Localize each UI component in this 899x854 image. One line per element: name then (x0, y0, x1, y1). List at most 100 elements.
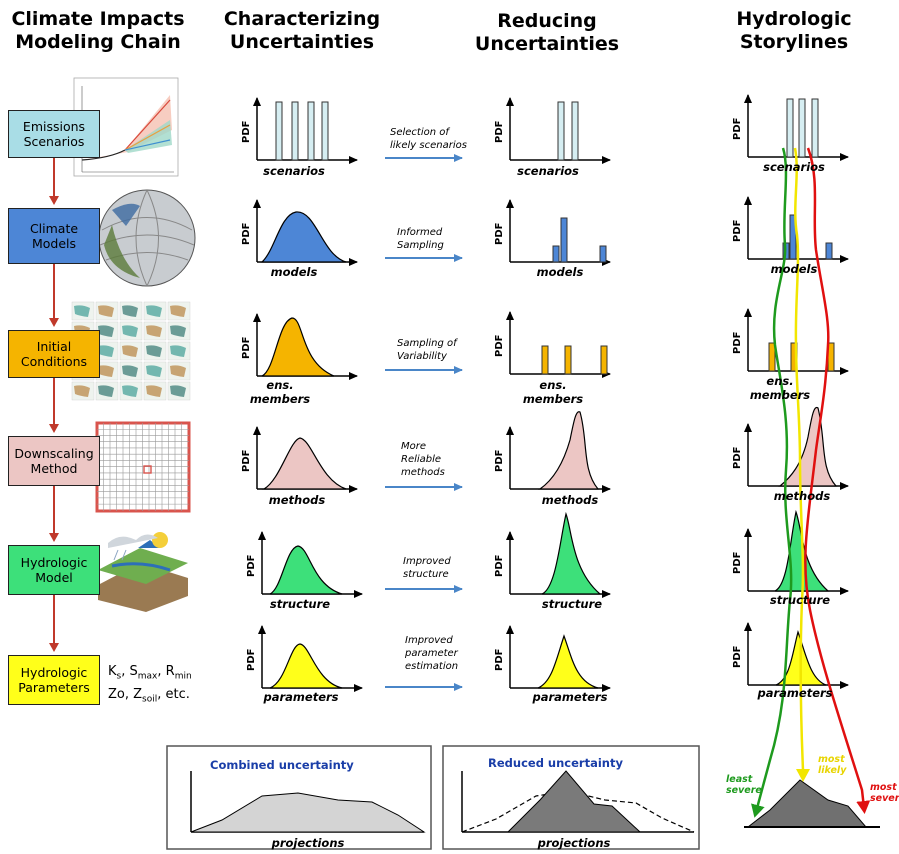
red-parameters-curve (537, 634, 599, 689)
char-parameters-pdf-label: PDF (246, 649, 257, 671)
ic-map-shape (74, 385, 90, 397)
story-methods-pdf-label: PDF (732, 447, 743, 469)
header-characterizing: Characterizing Uncertainties (223, 8, 381, 53)
header-modeling-chain: Climate Impacts Modeling Chain (11, 8, 185, 53)
ic-map-shape (122, 365, 138, 377)
combined-uncertainty-box (166, 745, 432, 850)
char-scenarios-bar (275, 101, 283, 161)
stage-emissions-scenarios: Emissions Scenarios (8, 110, 100, 158)
arrow-label-scenarios: Selection of likely scenarios (390, 127, 467, 151)
char-models-curve (260, 211, 347, 263)
reduced-xlabel: projections (537, 836, 611, 850)
char-scenarios-pdf-label: PDF (241, 121, 252, 143)
ic-map-shape (98, 345, 114, 357)
ic-map-shape (170, 345, 186, 357)
red-models-bar (599, 245, 607, 263)
char-methods-panel: PDF (241, 426, 358, 493)
stage-downscaling-method: Downscaling Method (8, 436, 100, 486)
ic-map-shape (98, 385, 114, 397)
char-structure-pdf-label: PDF (246, 555, 257, 577)
reduction-arrows (385, 154, 463, 691)
red-parameters-panel: PDF (494, 625, 611, 692)
stage-climate-models: Climate Models (8, 208, 100, 264)
story-members-pdf-label: PDF (732, 332, 743, 354)
story-label-models: models (770, 262, 818, 276)
arrow-label-members: Sampling of Variability (397, 338, 457, 362)
red-methods-pdf-label: PDF (494, 450, 505, 472)
ic-map-shape (146, 385, 162, 397)
combined-xlabel: projections (271, 836, 345, 850)
story-members-panel: PDF (732, 308, 849, 375)
char-scenarios-bar (291, 101, 299, 161)
story-label-parameters: parameters (757, 686, 833, 700)
ic-map-shape (122, 385, 138, 397)
ic-map-shape (98, 325, 114, 337)
storyline-trajectories (751, 147, 871, 818)
arrow-label-models: Informed Sampling (397, 227, 444, 251)
red-structure-curve (541, 511, 602, 595)
story-label-scenarios: scenarios (763, 160, 825, 174)
storyline-final-pdf (744, 779, 880, 828)
legend-most-severe: most severe (870, 782, 899, 804)
story-scenarios-bar (786, 98, 794, 158)
ic-map-shape (170, 325, 186, 337)
red-scenarios-panel: PDF (494, 97, 611, 164)
red-structure-panel: PDF (494, 511, 611, 598)
header-reducing: Reducing Uncertainties (474, 10, 620, 55)
red-label-members: ens. members (522, 378, 584, 406)
red-structure-pdf-label: PDF (494, 555, 505, 577)
stage-hydrologic-parameters: Hydrologic Parameters (8, 655, 100, 705)
red-members-panel: PDF (494, 311, 611, 378)
red-models-panel: PDF (494, 199, 611, 266)
ic-map-shape (122, 345, 138, 357)
char-label-models: models (270, 265, 318, 279)
story-models-bar (825, 242, 833, 260)
red-scenarios-bar (557, 101, 565, 161)
story-scenarios-bar (811, 98, 819, 158)
ic-map-shape (122, 325, 138, 337)
story-methods-panel: PDF (732, 406, 849, 490)
arrow-label-methods: More Reliable methods (401, 441, 445, 478)
ic-map-shape (146, 365, 162, 377)
red-parameters-pdf-label: PDF (494, 649, 505, 671)
char-members-curve (261, 317, 335, 377)
red-members-bar (541, 345, 549, 375)
ic-map-shape (122, 305, 138, 317)
char-models-panel: PDF (241, 199, 358, 266)
char-models-pdf-label: PDF (241, 223, 252, 245)
char-members-panel: PDF (241, 313, 358, 380)
red-label-parameters: parameters (532, 690, 608, 704)
globe-image (98, 189, 196, 287)
initial-conditions-maps (71, 301, 191, 401)
char-methods-curve (261, 437, 347, 490)
story-structure-pdf-label: PDF (732, 552, 743, 574)
char-parameters-panel: PDF (246, 625, 363, 692)
char-label-methods: methods (268, 493, 326, 507)
story-label-members: ens. members (749, 374, 811, 402)
ic-map-shape (146, 325, 162, 337)
arrow-label-structure: Improved structure (403, 556, 451, 580)
story-models-panel: PDF (732, 196, 849, 263)
char-structure-curve (269, 545, 343, 595)
parameters-text: Ks, Smax, Rmin Zo, Zsoil, etc. (108, 664, 192, 705)
char-label-structure: structure (269, 597, 331, 611)
red-label-methods: methods (541, 493, 599, 507)
arrow-label-parameters: Improved parameter estimation (405, 635, 459, 672)
char-methods-pdf-label: PDF (241, 450, 252, 472)
red-members-bar (600, 345, 608, 375)
story-models-pdf-label: PDF (732, 220, 743, 242)
red-label-models: models (536, 265, 584, 279)
ic-map-shape (170, 305, 186, 317)
stage-initial-conditions: Initial Conditions (8, 330, 100, 378)
story-methods-curve (778, 406, 838, 487)
char-label-members: ens. members (249, 378, 311, 406)
char-scenarios-bar (307, 101, 315, 161)
ic-map-shape (146, 345, 162, 357)
red-models-bar (552, 245, 560, 263)
pdf-panels: PDF PDF PDF PDF PDF PDF PDF PDF PDF PDF PDF PDF PDF P… (241, 94, 849, 692)
legend-most-likely: most likely (818, 754, 847, 776)
hydrologic-model-picture (98, 532, 188, 612)
story-label-structure: structure (769, 593, 831, 607)
char-scenarios-panel: PDF (241, 97, 358, 164)
